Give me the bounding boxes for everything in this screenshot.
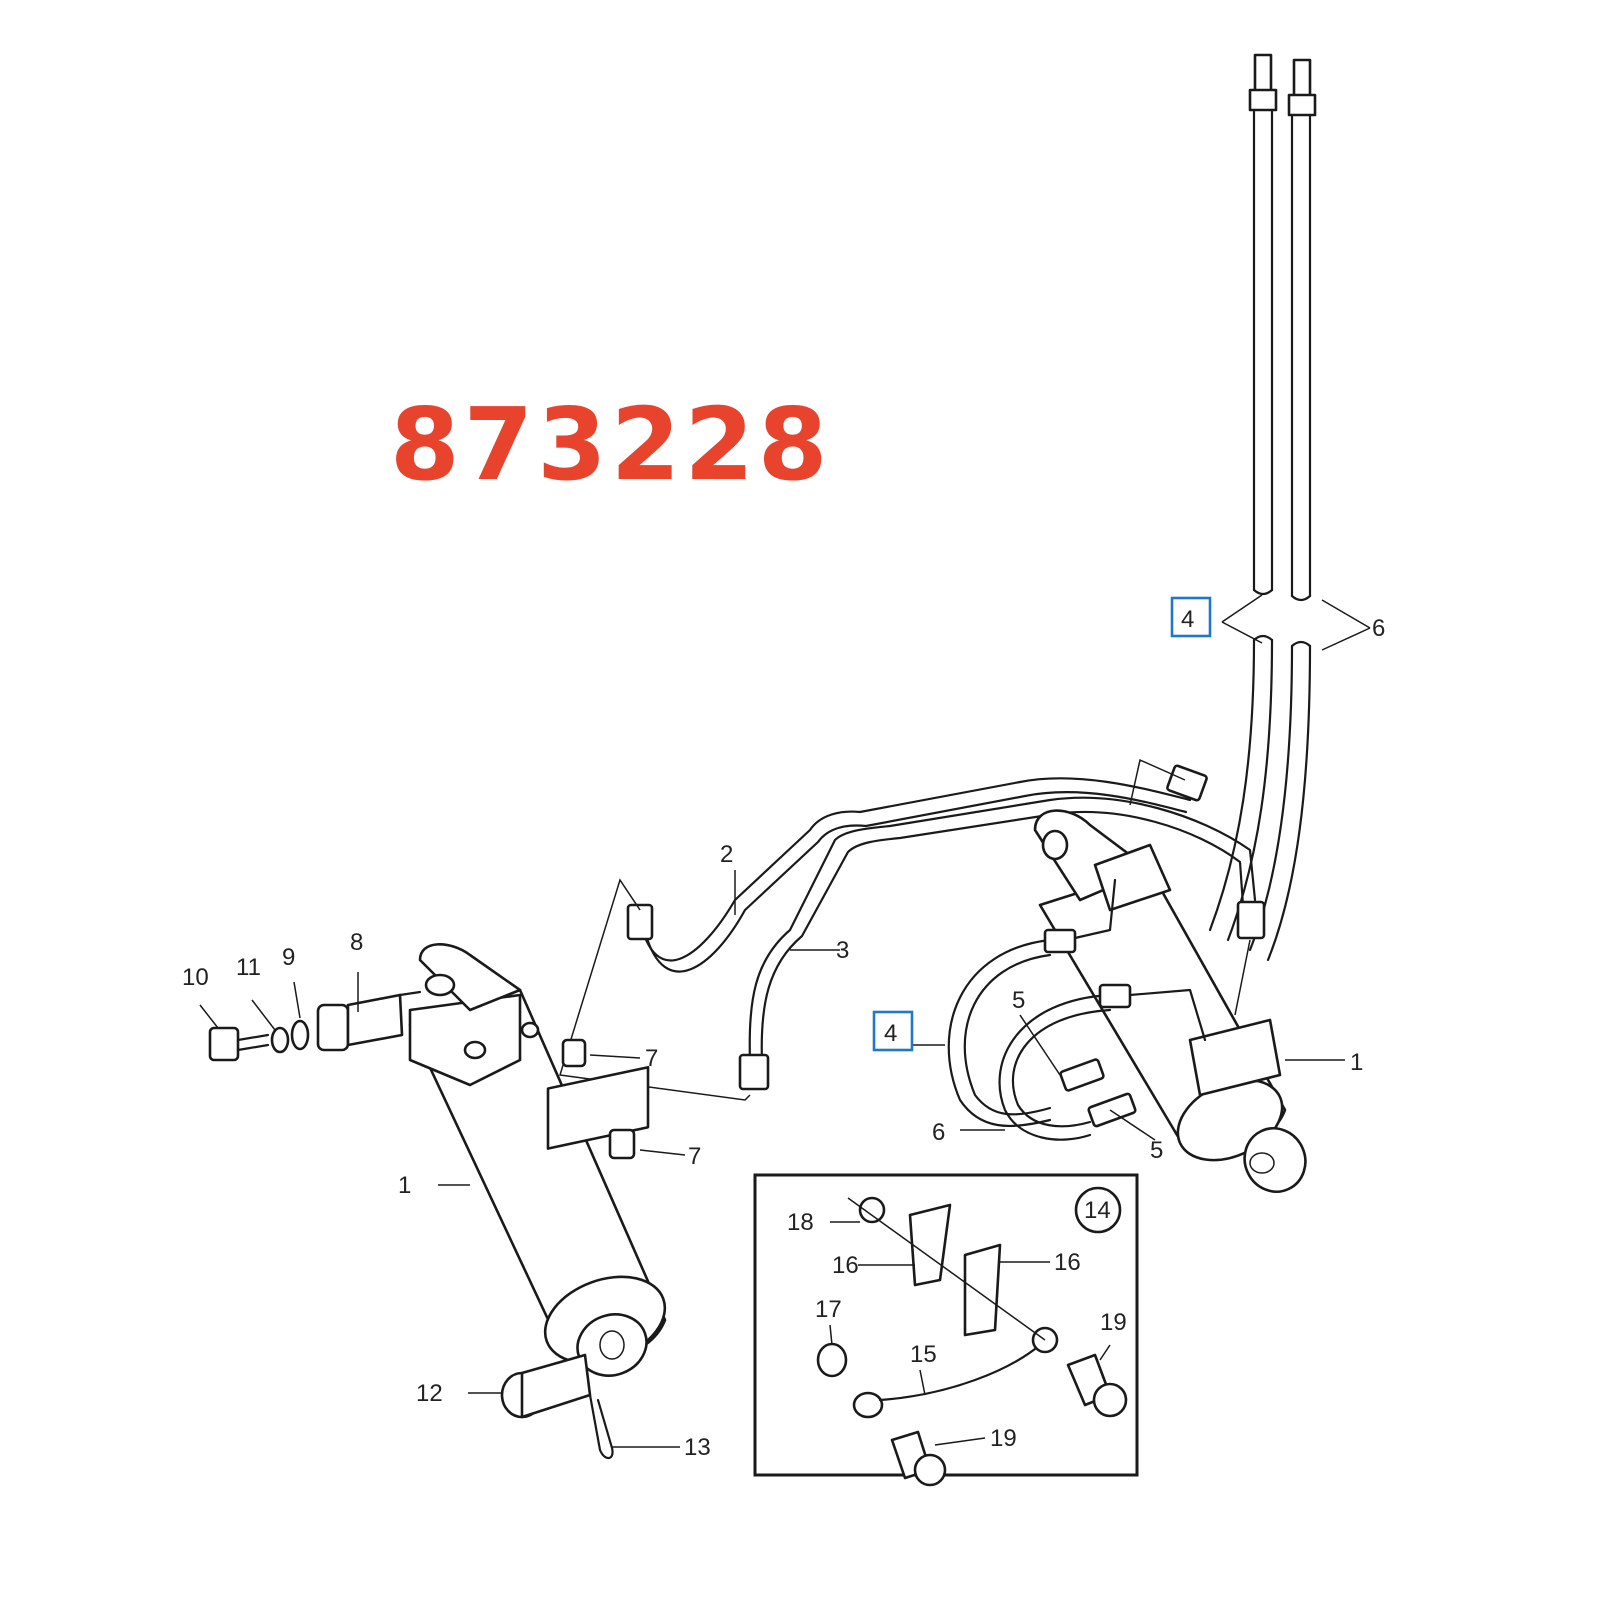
- pipes: [559, 758, 1266, 1101]
- vertical-hoses: [1208, 53, 1317, 962]
- callout-6-lower: 6: [932, 1119, 945, 1146]
- callout-19-upper: 19: [1100, 1309, 1127, 1336]
- inset-clamp-detail: [753, 1173, 1139, 1487]
- callout-11: 11: [236, 954, 261, 981]
- callout-2: 2: [720, 841, 733, 868]
- callout-1-right: 1: [1350, 1049, 1363, 1076]
- callout-16-left: 16: [832, 1252, 859, 1279]
- callout-9: 9: [282, 944, 295, 971]
- callout-15: 15: [910, 1341, 937, 1368]
- callout-19-lower: 19: [990, 1425, 1017, 1452]
- callout-7-lower: 7: [688, 1143, 701, 1170]
- callout-17: 17: [815, 1296, 842, 1323]
- right-cylinder: [1033, 809, 1307, 1193]
- pin-assembly: [208, 990, 422, 1062]
- callout-5-lower: 5: [1150, 1137, 1163, 1164]
- callout-4-upper: 4: [1181, 606, 1194, 633]
- callout-5-upper: 5: [1012, 987, 1025, 1014]
- callout-13: 13: [684, 1434, 711, 1461]
- callout-box-lower: [872, 1010, 914, 1052]
- clevis-pin: [500, 1353, 614, 1460]
- callout-3: 3: [836, 937, 849, 964]
- plug-lower: [608, 1128, 636, 1160]
- callout-16-right: 16: [1054, 1249, 1081, 1276]
- callout-4-lower: 4: [884, 1020, 897, 1047]
- callout-1-left: 1: [398, 1172, 411, 1199]
- part-number: 873228: [390, 386, 832, 503]
- hose-loops: [947, 878, 1207, 1141]
- leader-lines: [199, 594, 1371, 1448]
- callout-10: 10: [182, 964, 209, 991]
- plug-upper: [561, 1038, 587, 1068]
- callout-box-upper: [1170, 596, 1212, 638]
- callout-8: 8: [350, 929, 363, 956]
- callout-14: 14: [1084, 1197, 1111, 1224]
- callout-labels: 4 6 1 1 2 3 4 5 5 6 7 7 8 9 10 11 12 13 …: [182, 606, 1385, 1461]
- callout-18: 18: [787, 1209, 814, 1236]
- callout-12: 12: [416, 1380, 443, 1407]
- left-cylinder: [408, 943, 667, 1377]
- callout-6-upper: 6: [1372, 615, 1385, 642]
- callout-7-upper: 7: [645, 1045, 658, 1072]
